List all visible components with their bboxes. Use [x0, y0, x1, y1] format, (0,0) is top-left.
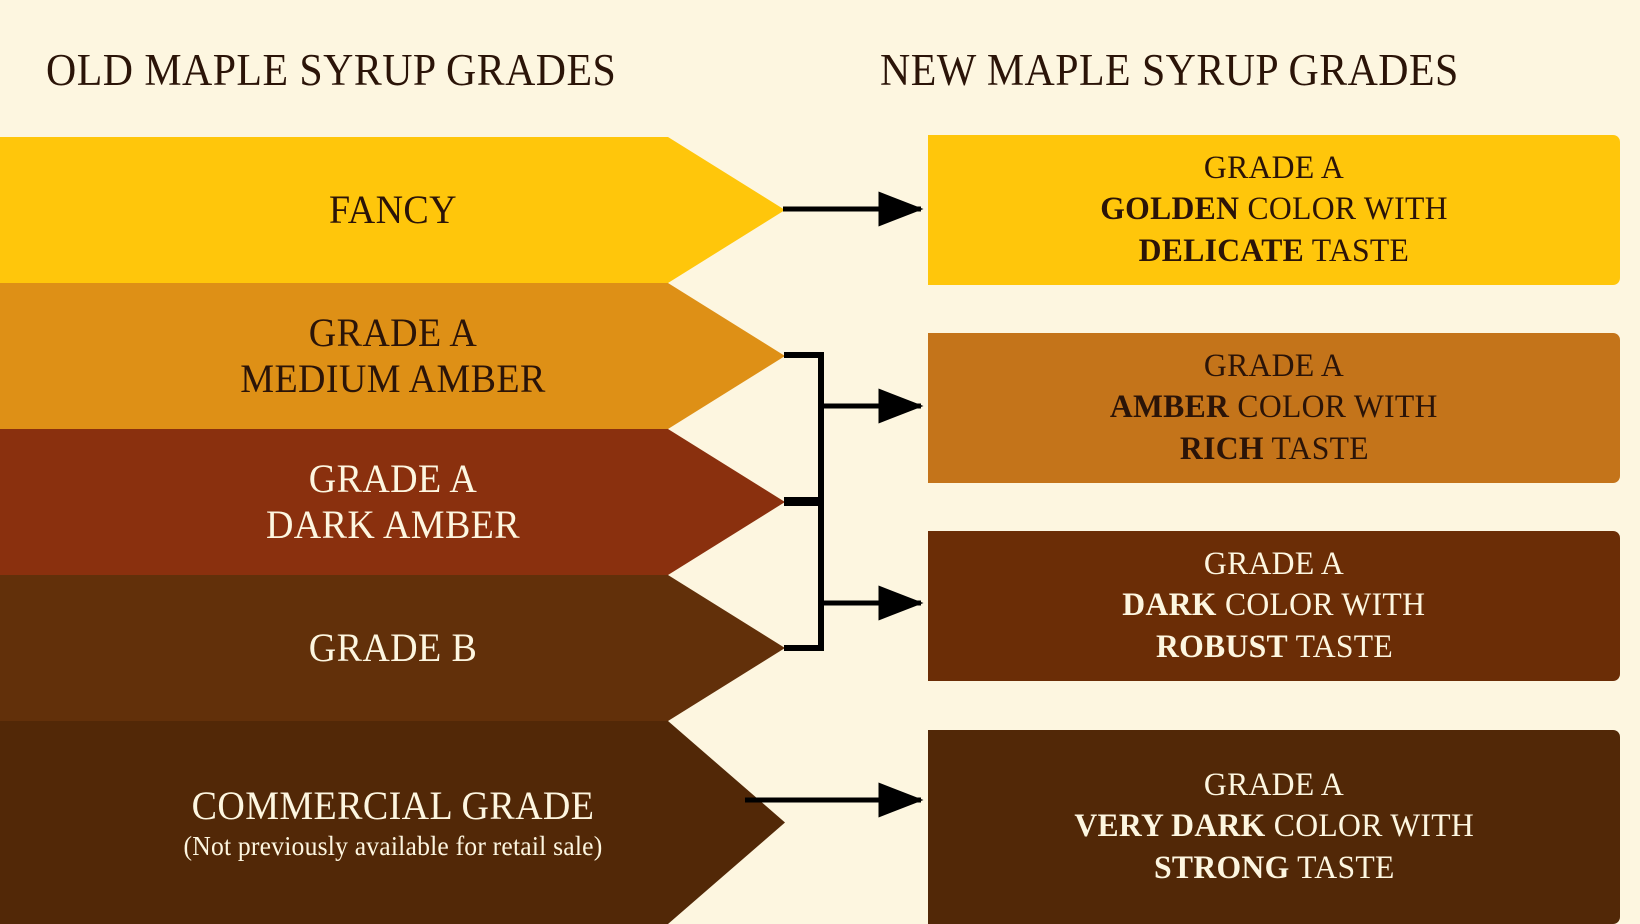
- new-grade-color-line: DARK COLOR WITH: [1123, 585, 1426, 627]
- connector-bracket-amber: [784, 352, 824, 503]
- old-grade-band-fancy: FANCY: [0, 137, 785, 283]
- old-grade-band-dark-amber: GRADE A DARK AMBER: [0, 429, 785, 575]
- old-grade-label: GRADE A: [308, 456, 477, 502]
- old-grade-band-text: GRADE B: [75, 625, 710, 671]
- new-grade-color-suffix: COLOR WITH: [1265, 808, 1474, 845]
- new-grade-color-word: GOLDEN: [1100, 191, 1240, 228]
- new-grade-color-word: DARK: [1122, 587, 1217, 624]
- new-grade-color-suffix: COLOR WITH: [1216, 587, 1426, 624]
- new-grade-title: GRADE A: [1203, 149, 1345, 186]
- old-grade-note: (Not previously available for retail sal…: [183, 830, 602, 861]
- new-grade-taste-word: DELICATE: [1138, 232, 1305, 269]
- new-grade-color-line: AMBER COLOR WITH: [1110, 387, 1438, 429]
- new-grade-taste-suffix: TASTE: [1304, 232, 1410, 269]
- old-grade-band-text: COMMERCIAL GRADE (Not previously availab…: [75, 783, 710, 861]
- new-grades-heading: NEW MAPLE SYRUP GRADES: [880, 45, 1459, 95]
- old-grade-band-medium-amber: GRADE A MEDIUM AMBER: [0, 283, 785, 429]
- old-grade-label-line2: DARK AMBER: [265, 502, 520, 547]
- new-grade-taste-word: ROBUST: [1155, 628, 1288, 665]
- new-grade-title: GRADE A: [1203, 545, 1345, 582]
- new-grade-color-word: AMBER: [1110, 389, 1230, 426]
- new-grade-taste-line: STRONG TASTE: [1154, 848, 1395, 890]
- new-grade-title: GRADE A: [1203, 347, 1345, 384]
- old-grade-band-text: GRADE A DARK AMBER: [75, 456, 710, 547]
- old-grade-label: GRADE A: [308, 310, 477, 356]
- old-grade-band-text: GRADE A MEDIUM AMBER: [75, 310, 710, 401]
- new-grade-panel-golden: GRADE A GOLDEN COLOR WITH DELICATE TASTE: [928, 135, 1620, 285]
- old-grade-band-text: FANCY: [75, 187, 710, 233]
- old-grade-band-commercial: COMMERCIAL GRADE (Not previously availab…: [0, 721, 785, 924]
- old-grade-label-line2: MEDIUM AMBER: [239, 356, 546, 401]
- new-grade-color-line: VERY DARK COLOR WITH: [1074, 806, 1474, 848]
- new-grade-color-word: VERY DARK: [1074, 808, 1266, 845]
- old-grade-band-grade-b: GRADE B: [0, 575, 785, 721]
- new-grade-panel-dark: GRADE A DARK COLOR WITH ROBUST TASTE: [928, 531, 1620, 681]
- new-grade-color-suffix: COLOR WITH: [1239, 191, 1448, 228]
- old-grades-heading: OLD MAPLE SYRUP GRADES: [46, 45, 617, 95]
- new-grade-taste-line: ROBUST TASTE: [1155, 627, 1392, 669]
- new-grade-color-suffix: COLOR WITH: [1229, 389, 1438, 426]
- old-grade-label: FANCY: [328, 187, 457, 233]
- connector-bracket-dark: [784, 500, 824, 651]
- new-grade-taste-suffix: TASTE: [1289, 849, 1395, 886]
- new-grade-taste-line: RICH TASTE: [1179, 429, 1368, 471]
- new-grade-taste-line: DELICATE TASTE: [1139, 231, 1410, 273]
- new-grade-color-line: GOLDEN COLOR WITH: [1100, 189, 1448, 231]
- new-grade-panel-very-dark: GRADE A VERY DARK COLOR WITH STRONG TAST…: [928, 730, 1620, 924]
- old-grade-label: GRADE B: [308, 625, 477, 671]
- old-grade-label: COMMERCIAL GRADE: [191, 783, 594, 829]
- new-grade-taste-word: STRONG: [1153, 849, 1290, 886]
- new-grade-taste-suffix: TASTE: [1263, 430, 1369, 467]
- new-grade-taste-word: RICH: [1179, 430, 1264, 467]
- new-grade-taste-suffix: TASTE: [1287, 628, 1393, 665]
- new-grade-title: GRADE A: [1203, 766, 1345, 803]
- new-grade-panel-amber: GRADE A AMBER COLOR WITH RICH TASTE: [928, 333, 1620, 483]
